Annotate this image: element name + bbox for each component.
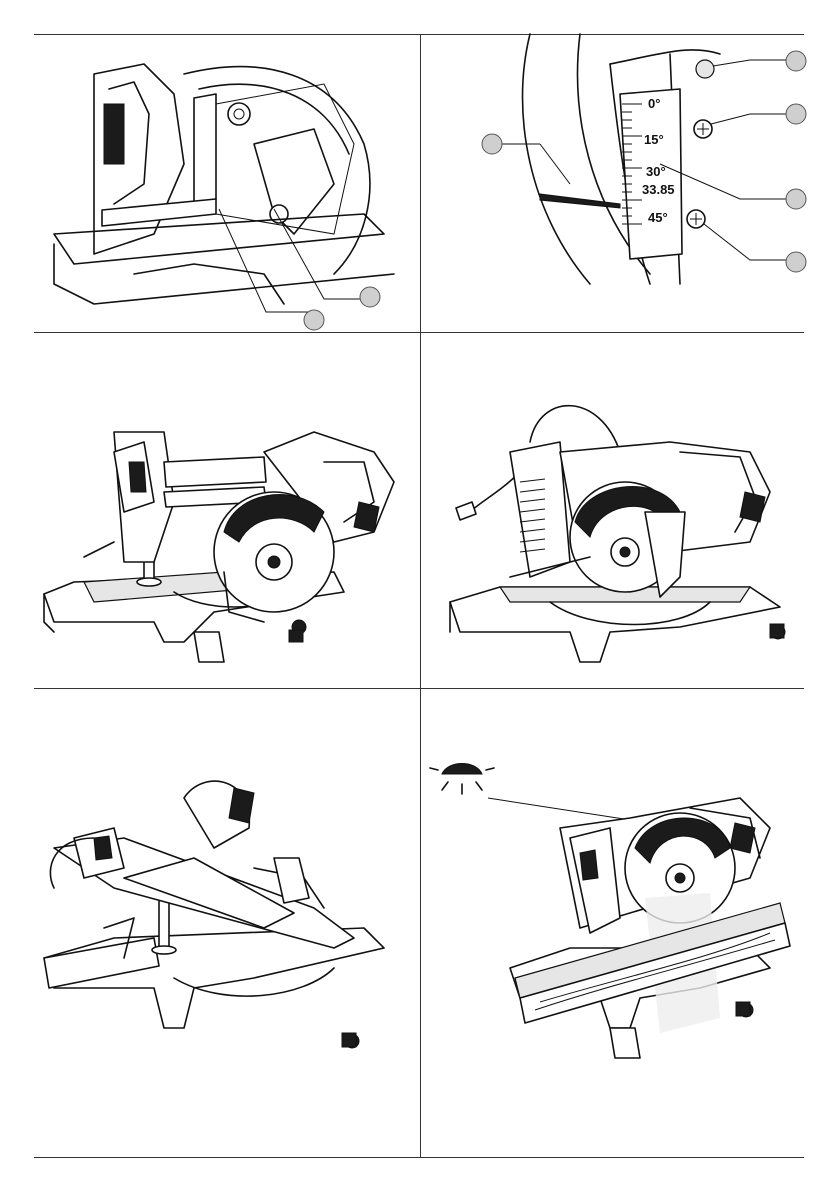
fig-bevel-scale: 0° 15° 30° 33.85 45°	[420, 34, 804, 332]
callout-5	[482, 134, 502, 154]
scale-label-15: 15°	[644, 132, 664, 147]
square-check-illustration	[34, 34, 420, 332]
callout-3	[786, 189, 806, 209]
scale-label-45: 45°	[648, 210, 668, 225]
saw-front-illustration	[34, 332, 420, 688]
callout-1	[304, 310, 324, 330]
work-light-icon	[430, 764, 494, 795]
fig-saw-front-clamp	[34, 332, 420, 688]
scale-label-30: 30°	[646, 164, 666, 179]
callout-1	[786, 51, 806, 71]
saw-bevel-illustration	[34, 688, 420, 1157]
bevel-scale-illustration: 0° 15° 30° 33.85 45°	[420, 34, 804, 332]
figure-grid: 0° 15° 30° 33.85 45°	[34, 34, 804, 1158]
saw-light-illustration	[420, 688, 804, 1157]
fig-square-check	[34, 34, 420, 332]
callout-2	[786, 104, 806, 124]
screw-icon	[696, 60, 714, 78]
callout-2	[360, 287, 380, 307]
callout-4	[786, 252, 806, 272]
saw-side-illustration	[420, 332, 804, 688]
scale-label-3385: 33.85	[642, 182, 675, 197]
grid-bottom-rule	[34, 1157, 804, 1158]
fig-saw-bevel-motor	[34, 688, 420, 1157]
fig-saw-light-cutline	[420, 688, 804, 1157]
scale-pointer	[540, 194, 620, 208]
scale-label-0: 0°	[648, 96, 660, 111]
fig-saw-side	[420, 332, 804, 688]
plug-icon	[456, 502, 476, 520]
